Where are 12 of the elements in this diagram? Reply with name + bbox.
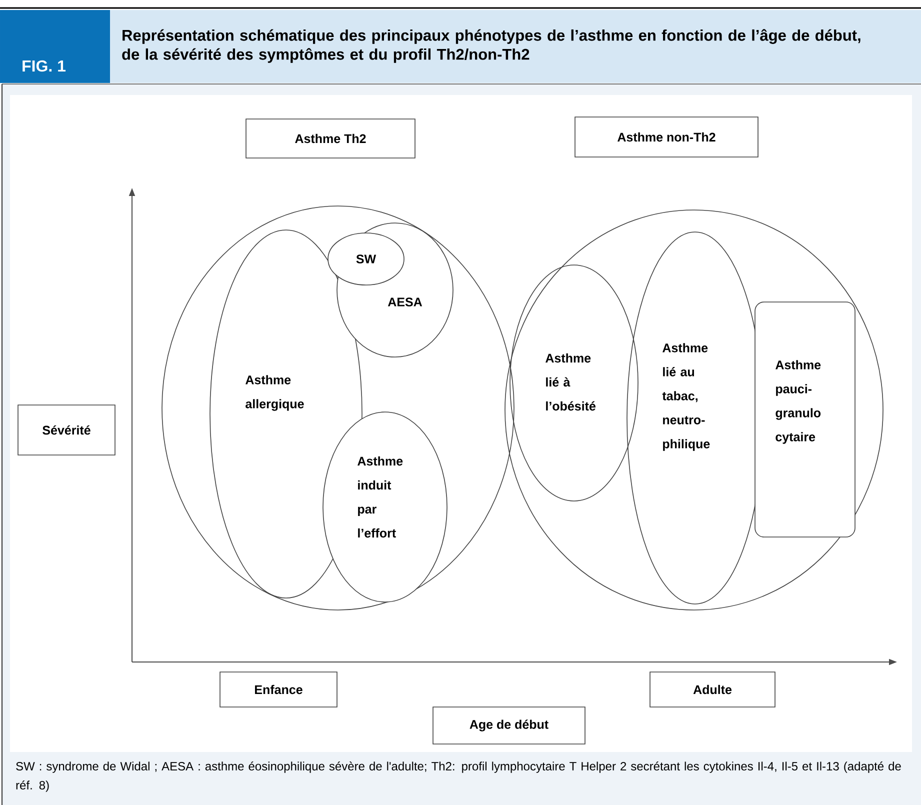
axis-label-box: Age de début [432,706,586,744]
category-box: Adulte [650,672,776,708]
category-box: Asthme Th2 [246,118,416,158]
title-band: Représentation schématique des principaux phénotypes de l’asthme en fonction de l’âge de début, de la sévérité des symptômes et du profil Th2/non-Th2 [110,10,921,83]
axis-label-box: Sévérité [18,404,116,456]
caption: SW : syndrome de Widal ; AESA : asthme éosinophilique sévère de l'adulte; Th2: profil lymphocytaire T Helper 2 secrétant les cytokines Il-4, Il-5 et Il-13 (adapté de réf. 8) [16,762,901,792]
category-box: Asthme non-Th2 [574,116,758,158]
phenotype-box: Asthme pauci-granulo cytaire [754,302,856,538]
group-circle [162,206,514,610]
group-circle [504,210,884,610]
figure-number-badge: FIG. 1 [0,10,110,83]
category-box: Enfance [220,672,338,708]
